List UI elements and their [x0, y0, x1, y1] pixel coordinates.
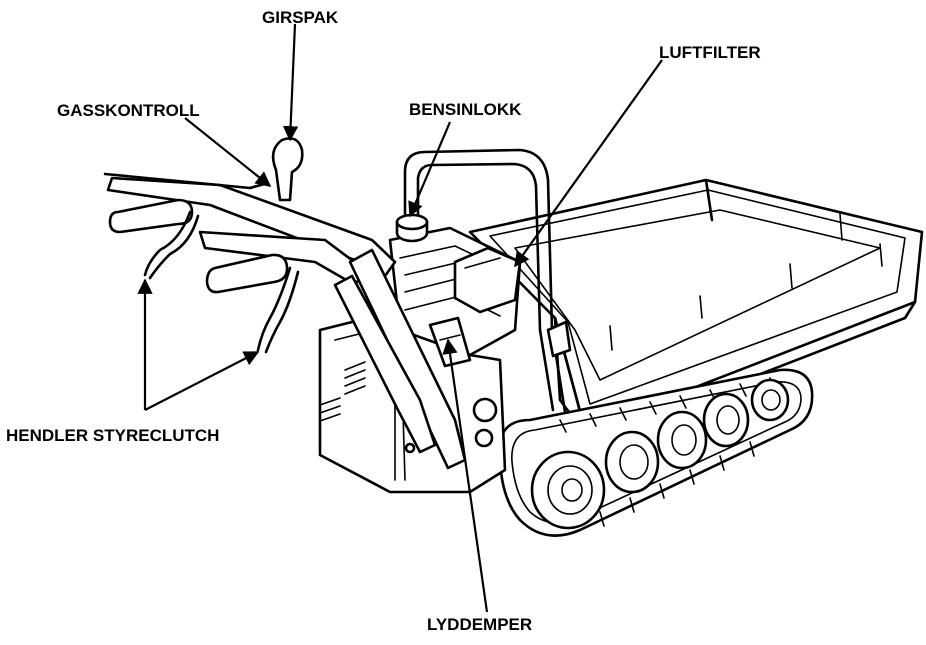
label-girspak: GIRSPAK — [262, 8, 339, 27]
handlebar-assembly — [103, 137, 467, 470]
frame-bar — [403, 148, 572, 414]
label-luftfilter: LUFTFILTER — [659, 43, 761, 62]
label-lyddemper: LYDDEMPER — [427, 615, 533, 634]
callout-leaders — [137, 23, 663, 613]
track-assembly — [498, 368, 814, 537]
label-gasskontroll: GASSKONTROLL — [57, 101, 200, 120]
label-hendler-styreclutch: HENDLER STYRECLUTCH — [6, 426, 220, 445]
engine — [388, 213, 522, 368]
label-bensinlokk: BENSINLOKK — [409, 100, 522, 119]
